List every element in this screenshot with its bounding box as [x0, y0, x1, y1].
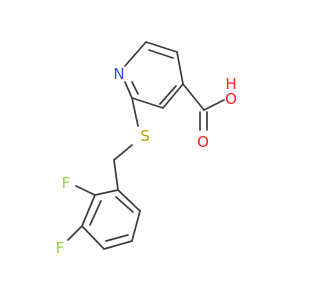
bond-c4-cooh	[182, 83, 205, 111]
pyridine-ring	[124, 41, 184, 109]
bond-c6-c5-inner	[148, 49, 174, 59]
bond-c2-n	[124, 81, 133, 99]
bond-ar2-ar3-inner	[89, 200, 102, 226]
bond-c3-s	[131, 97, 139, 127]
bond-c-oh	[203, 99, 225, 111]
atom-label-fluorine-2: F	[62, 174, 71, 192]
bond-ch2-aryl	[113, 159, 119, 191]
atom-label-nitrogen: N	[113, 65, 124, 83]
bond-c4-c3	[162, 83, 184, 109]
bond-ar6-ar1	[117, 189, 141, 212]
atom-label-oxygen-hydroxyl: O	[225, 90, 237, 108]
bond-c2-n-inner	[131, 81, 139, 95]
bond-ar2-ar3	[81, 194, 96, 227]
atom-label-fluorine-3: F	[56, 239, 65, 257]
molecule-structure-diagram: N S O H O F F	[56, 41, 237, 257]
bond-c4-c3-inner	[159, 85, 177, 105]
atom-label-hydroxyl-hydrogen: H	[225, 75, 236, 93]
carboxylic-acid-group	[182, 83, 225, 131]
bond-ar3-f	[67, 225, 83, 241]
bond-c5-c4	[176, 51, 184, 85]
atom-label-sulfur: S	[140, 127, 150, 145]
bond-ar4-ar5-inner	[105, 234, 129, 242]
difluorophenyl-ring	[67, 185, 141, 250]
bond-ar6-ar1-inner	[115, 196, 134, 213]
bond-s-ch2	[113, 144, 133, 161]
bond-ar1-ar2	[94, 189, 119, 196]
bond-ar5-ar6	[131, 210, 141, 242]
bond-ar2-f	[75, 185, 96, 196]
bond-c3-c2	[131, 97, 164, 109]
thioether-linkage	[113, 97, 139, 191]
bond-ar3-ar4	[81, 225, 105, 250]
bond-n-c6	[124, 41, 147, 67]
bond-ar4-ar5	[103, 240, 133, 250]
bond-c6-c5	[145, 41, 178, 53]
atom-label-oxygen-carbonyl: O	[197, 133, 209, 151]
